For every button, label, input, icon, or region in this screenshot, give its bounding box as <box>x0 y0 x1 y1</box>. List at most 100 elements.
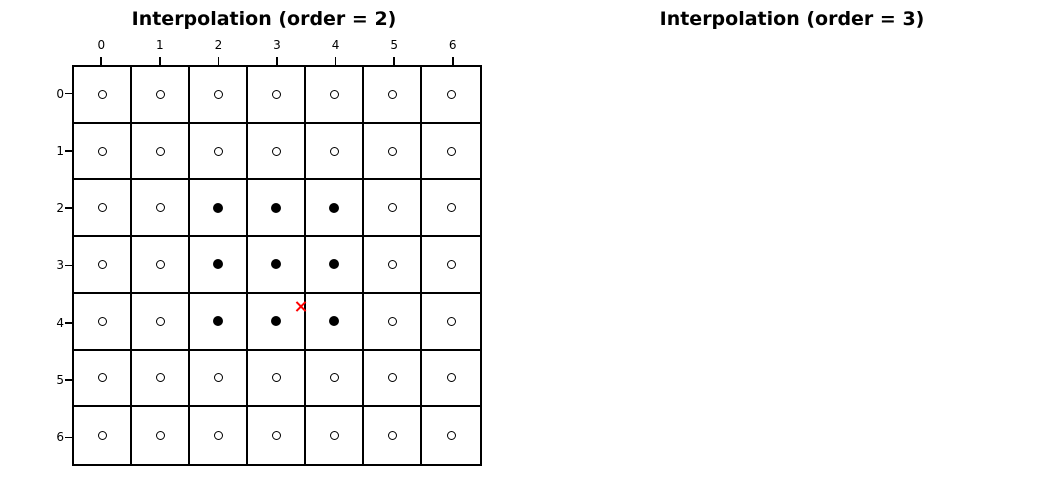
x-tick-mark <box>159 57 161 65</box>
y-tick-label: 0 <box>56 86 64 101</box>
open-sample-marker <box>155 316 165 326</box>
y-tick-mark <box>65 150 73 152</box>
x-tick-label: 4 <box>331 38 340 52</box>
open-sample-marker <box>329 146 339 156</box>
grid-cell <box>364 293 422 351</box>
open-sample-marker <box>155 146 165 156</box>
grid-cell <box>422 180 480 238</box>
y-tick-mark <box>65 207 73 209</box>
open-sample-marker <box>329 373 339 383</box>
grid-cell <box>364 350 422 408</box>
open-sample-marker <box>446 146 456 156</box>
filled-sample-marker <box>213 259 223 270</box>
open-sample-marker <box>329 89 339 99</box>
open-sample-marker <box>387 259 397 269</box>
grid-cell <box>422 67 480 124</box>
x-tick-mark <box>276 57 278 65</box>
open-sample-marker <box>387 316 397 326</box>
grid-cell <box>74 350 132 408</box>
open-sample-marker <box>446 203 456 213</box>
grid-cell <box>248 180 306 238</box>
open-sample-marker <box>446 431 456 441</box>
grid-cell <box>190 350 248 408</box>
grid-cell <box>422 407 480 464</box>
open-sample-marker <box>387 146 397 156</box>
open-sample-marker <box>213 373 223 383</box>
open-sample-marker <box>97 89 107 99</box>
y-tick-mark <box>65 321 73 324</box>
filled-sample-marker <box>271 316 281 327</box>
grid-cell <box>190 67 248 124</box>
x-tick-mark <box>217 57 220 65</box>
open-sample-marker <box>155 431 165 441</box>
grid-cell <box>364 407 422 464</box>
grid-cell <box>74 237 132 294</box>
grid-cell <box>74 293 132 351</box>
filled-sample-marker <box>213 202 223 213</box>
y-tick-mark <box>65 379 73 381</box>
x-tick-label: 3 <box>273 38 281 52</box>
y-tick-mark <box>65 264 73 267</box>
grid-cell <box>306 237 364 294</box>
grid-cell <box>132 237 190 294</box>
grid-cell <box>306 407 364 464</box>
x-tick-mark <box>393 57 395 65</box>
axes-order-2 <box>72 65 482 466</box>
x-tick-mark <box>100 57 103 65</box>
grid-cell <box>132 350 190 408</box>
grid-cell <box>422 294 480 351</box>
x-tick-label: 1 <box>156 38 164 52</box>
grid-cell <box>132 67 190 124</box>
x-tick-label: 2 <box>214 38 223 52</box>
open-sample-marker <box>213 146 223 156</box>
grid-cell <box>248 237 306 294</box>
open-sample-marker <box>213 431 223 441</box>
grid-cell <box>306 350 364 408</box>
grid-cell <box>248 123 306 181</box>
panel-title-order-2: Interpolation (order = 2) <box>131 8 397 30</box>
open-sample-marker <box>271 373 281 383</box>
grid-cell <box>306 293 364 351</box>
grid-cell <box>306 67 364 124</box>
filled-sample-marker <box>329 316 339 327</box>
open-sample-marker <box>97 259 107 269</box>
grid-cell <box>74 407 132 464</box>
grid-order-2 <box>74 67 480 464</box>
open-sample-marker <box>155 203 165 213</box>
grid-cell <box>364 180 422 238</box>
y-tick-label: 3 <box>56 258 64 273</box>
grid-cell <box>74 67 132 124</box>
panel-title-order-3: Interpolation (order = 3) <box>659 8 925 30</box>
grid-cell <box>190 180 248 238</box>
open-sample-marker <box>271 431 281 441</box>
open-sample-marker <box>387 373 397 383</box>
grid-cell <box>74 180 132 238</box>
open-sample-marker <box>97 373 107 383</box>
open-sample-marker <box>213 89 223 99</box>
y-tick-label: 4 <box>56 315 64 330</box>
grid-cell <box>74 123 132 181</box>
open-sample-marker <box>155 259 165 269</box>
y-tick-label: 2 <box>56 201 64 216</box>
filled-sample-marker <box>271 202 281 213</box>
grid-cell <box>190 293 248 351</box>
open-sample-marker <box>271 89 281 99</box>
open-sample-marker <box>97 146 107 156</box>
open-sample-marker <box>387 431 397 441</box>
grid-cell <box>306 180 364 238</box>
filled-sample-marker <box>271 259 281 270</box>
open-sample-marker <box>446 316 456 326</box>
open-sample-marker <box>155 89 165 99</box>
y-tick-label: 6 <box>56 430 64 445</box>
grid-cell <box>422 124 480 181</box>
grid-cell <box>248 67 306 124</box>
open-sample-marker <box>387 89 397 99</box>
open-sample-marker <box>446 373 456 383</box>
x-tick-mark <box>334 57 337 65</box>
grid-cell <box>306 123 364 181</box>
open-sample-marker <box>155 373 165 383</box>
grid-cell <box>132 293 190 351</box>
grid-cell <box>248 293 306 351</box>
